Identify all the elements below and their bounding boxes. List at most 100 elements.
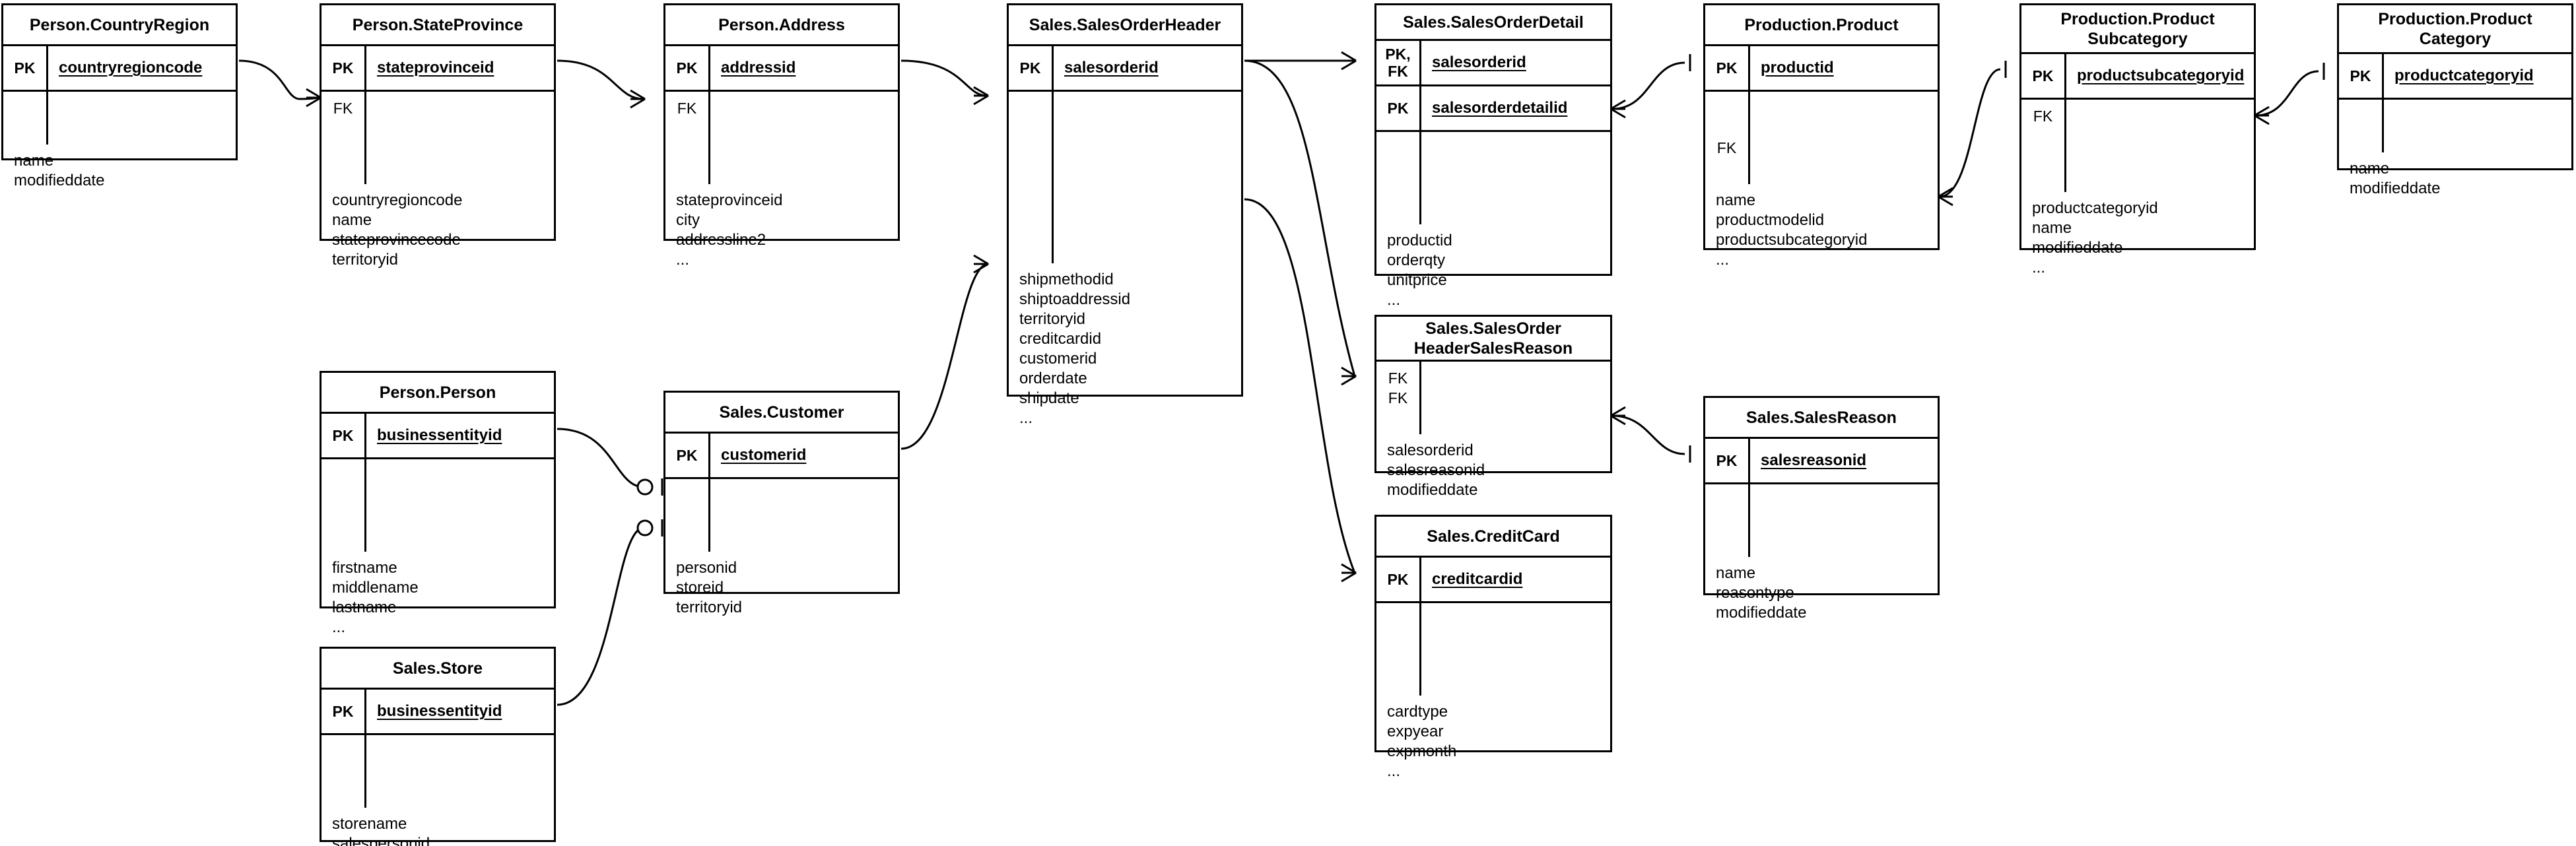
attribute-name: name: [2032, 219, 2072, 237]
attribute-name: lastname: [332, 599, 397, 616]
relationship-sales-store-to-sales-customer: [551, 519, 663, 713]
key-badge: [22, 98, 26, 118]
relationship-person-person-to-sales-customer: [551, 420, 663, 496]
key-badge: [1028, 138, 1032, 158]
key-badge: [1028, 118, 1032, 138]
key-badge: [685, 118, 689, 138]
key-column: FK: [322, 92, 366, 184]
key-column: [1376, 603, 1421, 696]
key-badge: [1396, 610, 1400, 630]
entity-title: Sales.SalesOrder HeaderSalesReason: [1376, 317, 1610, 362]
attribute-name: territoryid: [332, 251, 399, 269]
attribute-name: personid: [676, 559, 737, 577]
attribute-name: territoryid: [1019, 310, 1086, 328]
key-badge: [341, 486, 345, 505]
entity-title: Person.StateProvince: [322, 5, 554, 46]
attribute-name: productcategoryid: [2032, 199, 2158, 217]
relationship-sales-salesorderheader-to-sales-creditcard: [1238, 191, 1357, 583]
relationship-sales-salesorderdetail-to-production-product: [1610, 54, 1691, 119]
attribute-name: storeid: [676, 579, 724, 597]
attribute-name: ...: [676, 251, 690, 269]
attribute-name: expyear: [1387, 723, 1444, 740]
attribute-name: unitprice: [1387, 271, 1447, 289]
attribute-name: salesreasonid: [1761, 451, 1867, 469]
key-badge: [1028, 158, 1032, 178]
key-column: FK: [2021, 100, 2066, 192]
key-badge: [1724, 98, 1728, 118]
key-column: FK: [665, 92, 710, 184]
key-column: [322, 735, 366, 808]
attribute-name: creditcardid: [1432, 570, 1523, 588]
key-badge: [1396, 139, 1400, 158]
key-badge: [341, 505, 345, 525]
entity-title: Sales.SalesOrderDetail: [1376, 5, 1610, 41]
attribute-group: FK productcategoryid name modifieddate...: [2021, 100, 2254, 284]
attribute-name: addressid: [721, 59, 796, 77]
key-badge: [341, 525, 345, 545]
key-badge: [22, 118, 26, 138]
key-badge: [341, 118, 345, 138]
attribute-name: expmonth: [1387, 742, 1457, 760]
attribute-group: storenamesalespersonidmodifieddate: [322, 735, 554, 846]
key-badge: FK: [1716, 139, 1737, 156]
relationship-sales-salesorderheader-to-sales-salesorderheadersalesreason: [1238, 52, 1357, 386]
key-badge: FK: [677, 100, 697, 117]
attribute-name: ...: [2032, 259, 2046, 277]
attribute-name: modifieddate: [1387, 481, 1478, 499]
attribute-name: ...: [1019, 409, 1033, 427]
key-badge: [685, 158, 689, 178]
key-badge: [341, 781, 345, 801]
attribute-name: orderqty: [1387, 251, 1446, 269]
key-column: [665, 479, 710, 552]
attribute-name: firstname: [332, 559, 397, 577]
key-badge: [1724, 491, 1728, 511]
attribute-name: modifieddate: [2032, 239, 2123, 257]
